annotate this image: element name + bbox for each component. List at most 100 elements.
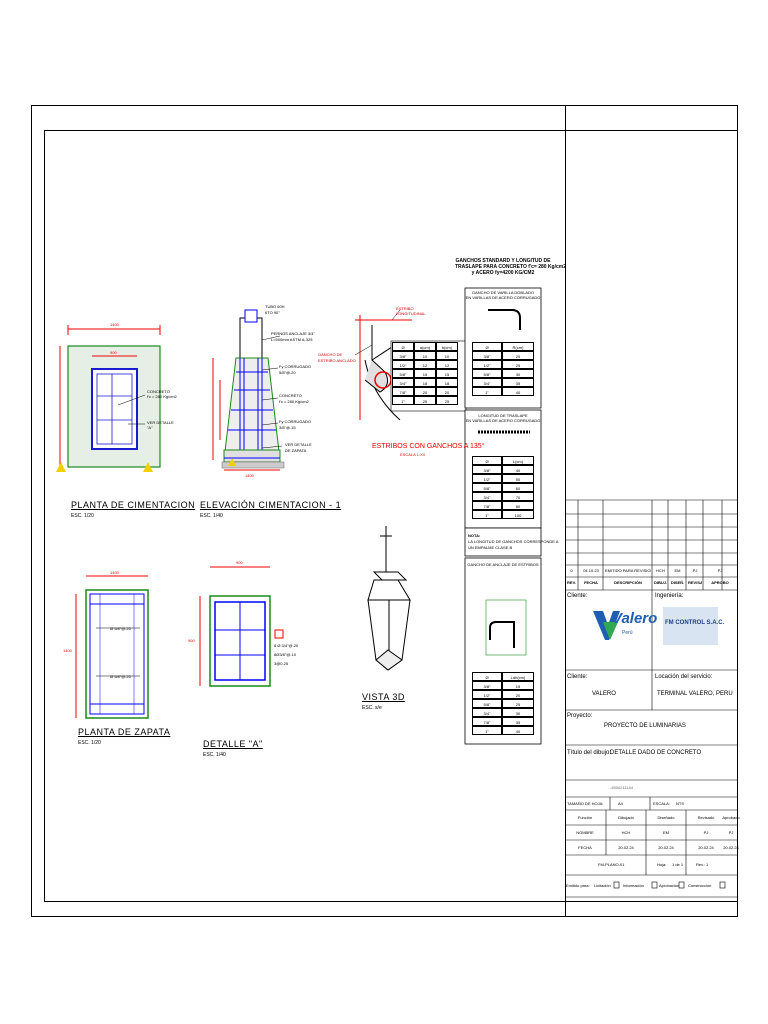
revision-header-cell: REV. (567, 580, 576, 585)
ganchos-t2-sub: EN VARILLAS DE ACERO CORRUGADO (465, 418, 541, 423)
ganchos-nota-label: NOTA: (468, 533, 481, 538)
estribo-note-1: ESTRIBO (396, 306, 414, 311)
signature-cell: 20.02.24 (618, 845, 634, 850)
rev-label: Rev.: (696, 862, 706, 867)
table-cell: 3/8" (472, 681, 502, 690)
cliente-label: Cliente: (567, 593, 588, 599)
table-cell: 7/8" (472, 717, 502, 726)
detalle-note-2: 8Ø3/8"@.10 (274, 652, 296, 657)
table-cell: 100 (502, 510, 534, 519)
proyecto-value: PROYECTO DE LUMINARIAS (604, 723, 686, 729)
zapata-dim-top: 1400 (110, 570, 119, 575)
planta-zapata-drawing (75, 575, 149, 719)
cliente2-label: Cliente: (567, 674, 588, 680)
table-cell: 18 (436, 378, 458, 387)
locacion-label: Locación del servicio: (655, 674, 713, 680)
revision-cell-apr: PJ (717, 568, 723, 573)
table-cell: 25 (502, 699, 534, 708)
table-header-cell: Ø (472, 342, 502, 351)
note-concreto: CONCRETO (147, 389, 170, 394)
signature-cell: Función (577, 815, 593, 820)
table-cell: 12 (414, 360, 436, 369)
table-cell: 20 (436, 387, 458, 396)
note-fc: f'c = 280 Kg/cm2 (147, 394, 177, 399)
ganchos-title-1: GANCHOS STANDARD Y LONGITUD DE (455, 258, 551, 264)
note-a: "A" (147, 425, 153, 430)
table-cell: 1/2" (392, 360, 414, 369)
numero-value: -4500211144 (610, 785, 633, 790)
table-cell: 5/8" (472, 369, 502, 378)
signature-cell: Revisado (697, 815, 715, 820)
elev-note-fc: f'c = 280 Kg/cm2 (279, 399, 309, 404)
revision-header-cell: FECHA (584, 580, 598, 585)
detalle-dim-top: 900 (236, 560, 243, 565)
signature-cell: EM (663, 830, 669, 835)
revision-cell-dis: EM (674, 568, 681, 573)
estribos-title: ESTRIBOS CON GANCHOS A 135° (372, 443, 485, 450)
tamano-label: TAMAÑO DE HOJA: (567, 801, 604, 806)
table-cell: 1/2" (472, 360, 502, 369)
table-cell: 3/4" (472, 492, 502, 501)
revision-cell-desc: EMITIDO PARA REVISION (605, 568, 651, 573)
table-cell: 20 (502, 690, 534, 699)
signature-cell: HCH (621, 830, 631, 835)
table-header-cell: L(cm) (502, 456, 534, 465)
elev-note-58: 5/8"@.20 (279, 370, 296, 375)
dim-900-inner: 900 (110, 350, 117, 355)
table-cell: 20 (502, 351, 534, 360)
estribos-sub: ESCALA 1:XX (400, 452, 426, 457)
elev-note-6to: 6TO 90° (265, 310, 280, 315)
revision-cell-fecha: 04.10.23 (583, 568, 599, 573)
hoja-value: 1 de 1 (672, 862, 684, 867)
elevacion-drawing (212, 309, 285, 471)
elev-note-tubo: TUBO 60H (265, 304, 285, 309)
tamano-value: A4 (618, 801, 623, 806)
revision-cell-num: 0 (570, 568, 573, 573)
planta-cimentacion-scale: ESC. 1/20 (71, 513, 94, 519)
table-cell: 80 (502, 501, 534, 510)
table-cell: 25 (414, 396, 436, 405)
zapata-note-2: Ø 5/8"@.20 (110, 674, 131, 679)
table-header-cell: b(cm) (436, 342, 458, 351)
table-cell: 15 (436, 369, 458, 378)
table-cell: 15 (414, 369, 436, 378)
table-cell: 30 (502, 708, 534, 717)
table-header-cell: R(cm) (502, 342, 534, 351)
ganchos-title-2: TRASLAPE PARA CONCRETO f'c= 280 Kg/cm2 (455, 264, 566, 270)
vista-3d-title: VISTA 3D (362, 692, 405, 702)
elev-note-concreto: CONCRETO (279, 393, 302, 398)
codigo-value: FM-PLANO-01 (598, 862, 625, 867)
table-cell: 20 (414, 387, 436, 396)
estribo-note-3: GANCHO DE (318, 352, 343, 357)
emit-label: Emitido para: (566, 883, 590, 888)
estribo-note-4: ESTRIBO ANCLADO (318, 358, 356, 363)
zapata-note-1: Ø 5/8"@.20 (110, 626, 131, 631)
rev-value: 1 (706, 862, 709, 867)
zapata-dim-side: 1400 (63, 648, 72, 653)
planta-zapata-scale: ESC. 1/20 (78, 740, 101, 746)
detalle-note-3: 3@0.25 (274, 661, 289, 666)
table-cell: 35 (502, 378, 534, 387)
valero-logo-text: Valero (612, 610, 658, 627)
signature-cell: 20.02.24 (698, 845, 714, 850)
elev-note-pernos: PERNOS ANCLAJE 3/4" (271, 331, 315, 336)
table-header-cell: a(cm) (414, 342, 436, 351)
dim-1400-top: 1400 (110, 322, 119, 327)
revision-cell-rev: PJ (692, 568, 698, 573)
table-cell: 1" (472, 510, 502, 519)
locacion-value: TERMINAL VALERO, PERU (657, 691, 733, 697)
estribo-note-2: LONGITUDINAL (396, 311, 426, 316)
cliente-value: VALERO (592, 691, 616, 697)
table-cell: 40 (502, 465, 534, 474)
valero-logo-sub: Perú (622, 630, 633, 636)
valero-logo-graphic (593, 611, 620, 640)
drawing-sheet-border (31, 105, 738, 917)
table-cell: 1" (472, 726, 502, 735)
title-block-column (565, 105, 738, 917)
titulo-value: DETALLE DADO DE CONCRETO (610, 750, 702, 756)
table-cell: 12 (436, 360, 458, 369)
proyecto-label: Proyecto: (567, 713, 593, 719)
table-cell: 50 (502, 474, 534, 483)
elevacion-scale: ESC. 1/40 (200, 513, 223, 519)
elev-note-astm: L=500mm ASTM A-325 (271, 337, 313, 342)
